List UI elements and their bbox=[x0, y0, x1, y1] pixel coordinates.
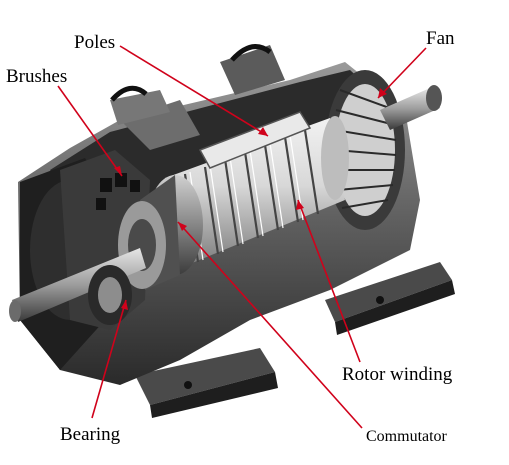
leader-poles bbox=[119, 45, 269, 137]
label-bearing: Bearing bbox=[60, 424, 121, 445]
label-rotor-winding: Rotor winding bbox=[342, 364, 453, 385]
leader-rotor bbox=[297, 199, 361, 363]
bearing bbox=[88, 265, 132, 325]
brush-gear bbox=[96, 173, 140, 210]
leader-commutator bbox=[177, 221, 363, 429]
label-brushes: Brushes bbox=[6, 66, 68, 87]
leader-lines bbox=[57, 45, 427, 429]
rotor-armature bbox=[165, 111, 349, 268]
leader-arrowheads bbox=[114, 88, 387, 310]
leader-brushes bbox=[57, 85, 123, 177]
rear-shaft bbox=[380, 85, 442, 130]
label-commutator: Commutator bbox=[366, 428, 447, 445]
mounting-feet bbox=[135, 262, 455, 418]
leader-fan bbox=[377, 47, 427, 99]
label-fan: Fan bbox=[426, 28, 455, 49]
label-poles: Poles bbox=[74, 32, 116, 53]
leader-bearing bbox=[91, 299, 127, 419]
